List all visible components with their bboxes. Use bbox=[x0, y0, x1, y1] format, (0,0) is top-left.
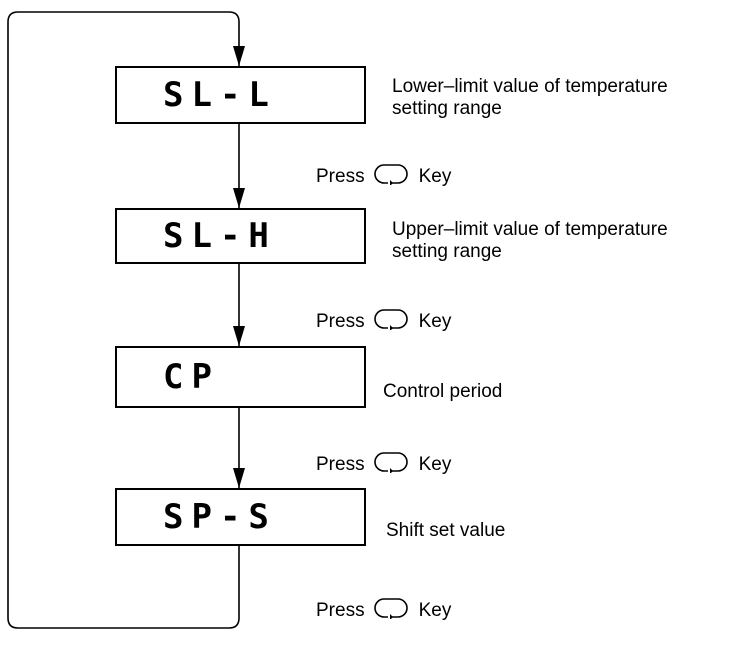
key-label: Key bbox=[418, 600, 452, 621]
press-label: Press bbox=[316, 311, 365, 332]
arrow-head bbox=[233, 46, 245, 66]
key-label: Key bbox=[418, 454, 452, 475]
description-line: Upper–limit value of temperature bbox=[392, 219, 668, 240]
arrow-head bbox=[233, 326, 245, 346]
arrow-head bbox=[233, 468, 245, 488]
press-label: Press bbox=[316, 454, 365, 475]
step-description: Shift set value bbox=[386, 520, 505, 542]
press-label: Press bbox=[316, 166, 365, 187]
lcd-display-box: SP-S bbox=[115, 488, 366, 546]
lcd-display-text: CP bbox=[163, 357, 220, 397]
lcd-display-text: SL-L bbox=[163, 75, 277, 115]
description-line: setting range bbox=[392, 241, 502, 262]
key-label: Key bbox=[418, 166, 452, 187]
description-line: Shift set value bbox=[386, 520, 506, 541]
arrow-head bbox=[233, 188, 245, 208]
description-line: Control period bbox=[383, 381, 503, 402]
lcd-display-text: SL-H bbox=[163, 216, 277, 256]
press-key-instruction: Press Key bbox=[316, 597, 451, 625]
description-line: setting range bbox=[392, 98, 502, 119]
press-label: Press bbox=[316, 600, 365, 621]
mode-key-icon bbox=[373, 163, 409, 191]
key-label: Key bbox=[418, 311, 452, 332]
lcd-display-box: CP bbox=[115, 346, 366, 408]
step-description: Lower–limit value of temperature setting… bbox=[392, 76, 668, 120]
lcd-display-text: SP-S bbox=[163, 497, 277, 537]
lcd-display-box: SL-L bbox=[115, 66, 366, 124]
mode-key-icon bbox=[373, 451, 409, 479]
step-description: Control period bbox=[383, 381, 502, 403]
mode-key-icon bbox=[373, 597, 409, 625]
description-line: Lower–limit value of temperature bbox=[392, 76, 668, 97]
loop-back-line bbox=[7, 11, 240, 629]
mode-key-icon bbox=[373, 308, 409, 336]
step-description: Upper–limit value of temperature setting… bbox=[392, 219, 668, 263]
press-key-instruction: Press Key bbox=[316, 451, 451, 479]
press-key-instruction: Press Key bbox=[316, 163, 451, 191]
lcd-display-box: SL-H bbox=[115, 208, 366, 264]
press-key-instruction: Press Key bbox=[316, 308, 451, 336]
